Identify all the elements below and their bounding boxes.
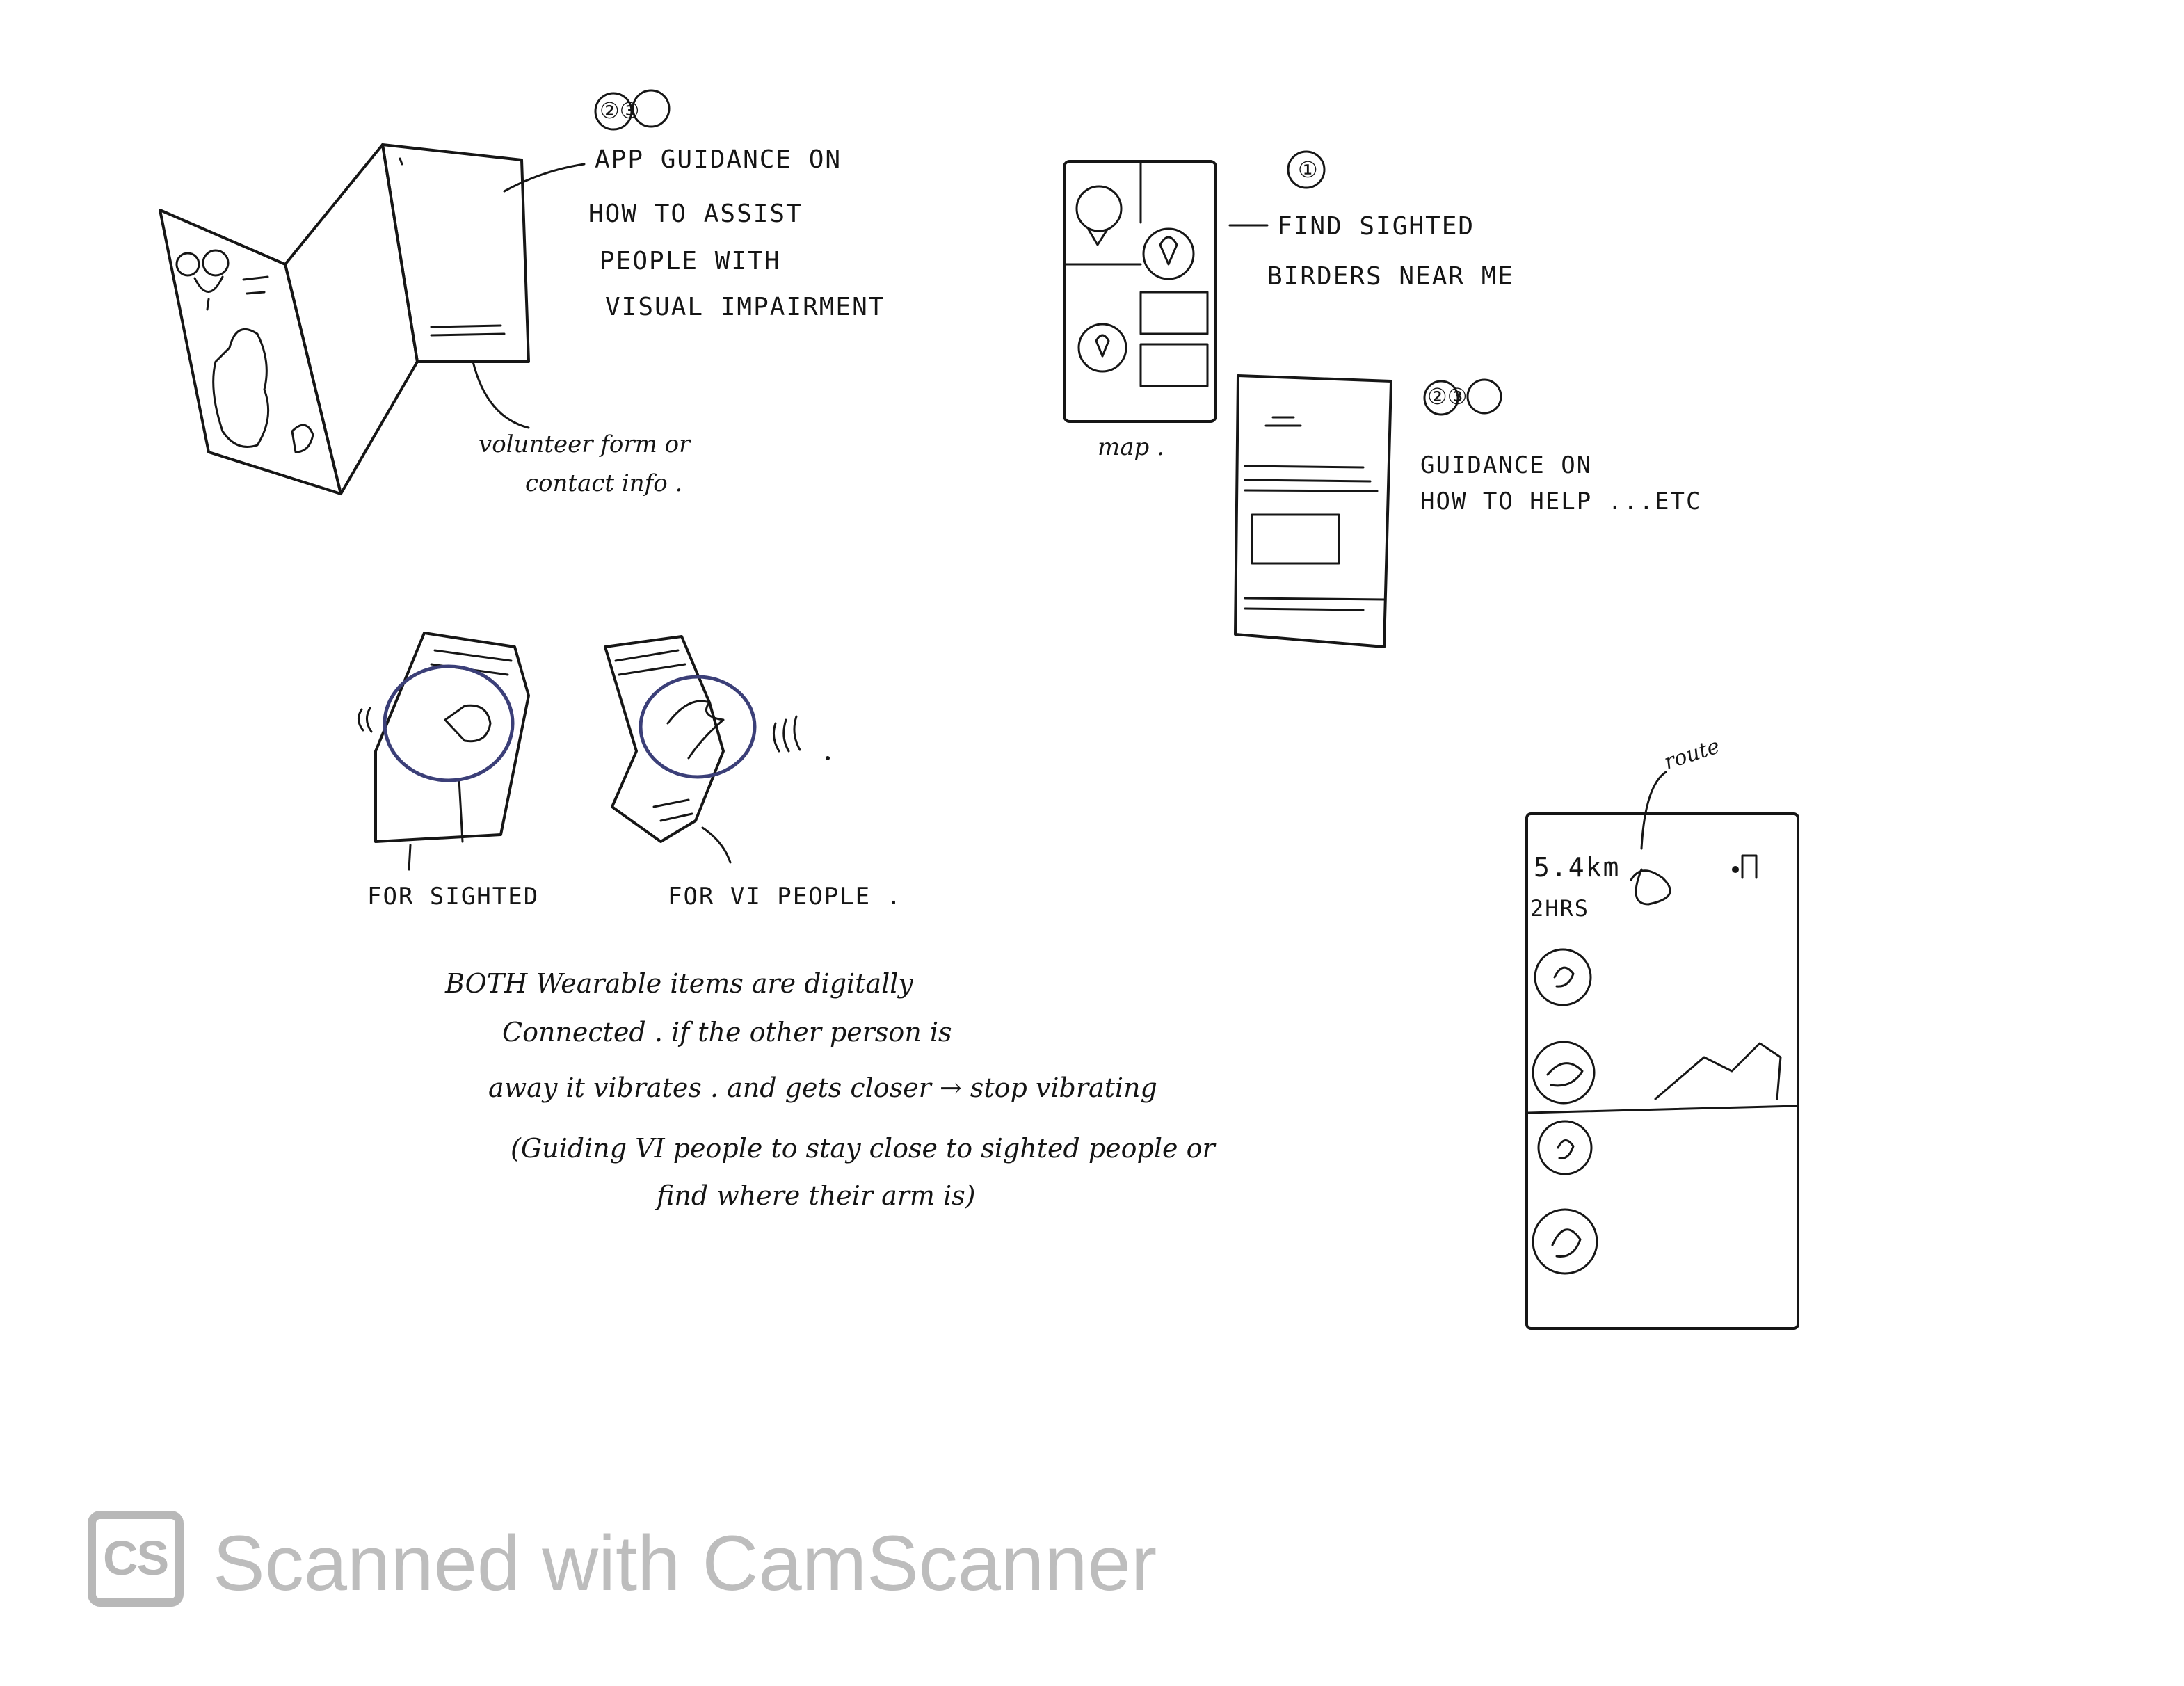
leaflet-volunteer-line-2: contact info . [525,472,682,495]
wearable-description-line-1: BOTH Wearable items are digitally [445,970,913,997]
leaflet-guidance-line-4: VISUAL IMPAIRMENT [605,295,885,320]
leaflet-guidance-line-3: PEOPLE WITH [600,249,780,274]
map-find-line-1: FIND SIGHTED [1277,214,1475,239]
bird-avatar-2 [1533,1042,1594,1103]
leaflet-body-doodle [214,329,268,447]
mountain-doodle [1655,1043,1781,1099]
map-find-line-2: BIRDERS NEAR ME [1267,264,1514,289]
wearable-vi-sketch [605,636,830,862]
bird-avatar-4 [1533,1210,1597,1274]
guidance-leader-line [504,164,584,191]
wearable-description-line-3: away it vibrates . and gets closer → sto… [488,1075,1157,1101]
route-leader-line [1641,772,1666,849]
leaflet-small-bird-doodle [292,425,313,452]
route-distance: 5.4km [1534,854,1620,881]
wearable-sighted-label: FOR SIGHTED [367,885,539,908]
wearable-description-line-2: Connected . if the other person is [502,1019,952,1045]
guidance-line-2: HOW TO HELP ...ETC [1420,490,1701,513]
leaflet-guidance-line-2: HOW TO ASSIST [588,202,803,227]
bird-avatar-1 [1535,949,1591,1005]
bird-avatar-3 [1539,1121,1591,1174]
wearable-description-line-5: find where their arm is) [657,1182,976,1209]
leaflet-bird-doodle [177,250,268,310]
volunteer-leader-line [473,362,529,428]
camscanner-watermark: CS Scanned with CamScanner [88,1511,1145,1615]
map-badge: ① [1298,159,1318,181]
guidance-line-1: GUIDANCE ON [1420,453,1592,477]
route-squiggle [1631,869,1670,904]
wearable-description-line-4: (Guiding VI people to stay close to sigh… [511,1135,1215,1162]
guidance-badges: ②③ [1427,385,1467,408]
camscanner-logo-icon: CS [88,1511,184,1607]
wearable-sighted-sketch [358,633,529,869]
camscanner-text: Scanned with CamScanner [213,1525,1157,1603]
leaflet-guidance-line-1: APP GUIDANCE ON [595,147,842,172]
leaflet-volunteer-line-1: volunteer form or [479,433,690,456]
music-icon [1732,866,1739,873]
wearable-vi-label: FOR VI PEOPLE . [668,885,902,908]
route-duration: 2HRS [1530,897,1589,920]
camscanner-logo-text: CS [103,1530,168,1586]
guidance-badge-3-circle [1468,380,1501,413]
map-label: map . [1098,435,1164,459]
leaflet-badges: ②③ [600,99,639,122]
